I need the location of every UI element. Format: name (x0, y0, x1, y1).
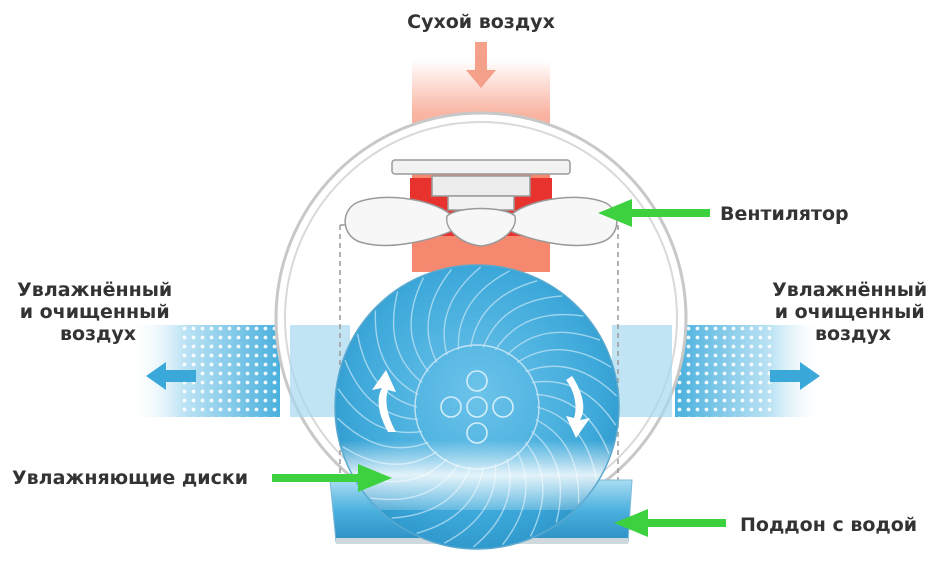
disc-vane (410, 277, 430, 373)
disc-vane (525, 365, 618, 397)
blue-arrow-icon (146, 362, 196, 390)
humid-air-right-line-1: Увлажнённый (772, 279, 927, 301)
disc-vane (374, 310, 419, 396)
humid-air-right-line-2: и очищенный (775, 301, 925, 323)
humid-air-left-stream (130, 325, 280, 417)
tray-label: Поддон с водой (740, 514, 917, 536)
disc-vane (457, 270, 511, 350)
humid-air-left-line-1: Увлажнённый (17, 279, 172, 301)
fan-label: Вентилятор (720, 203, 849, 225)
disc-hole (466, 370, 488, 392)
disc-vane (443, 266, 482, 356)
green-arrow-icon (614, 509, 726, 537)
fan-hub (446, 207, 516, 247)
disc-vane (494, 313, 584, 351)
disc-hole (466, 396, 488, 418)
disc-vane (344, 359, 419, 421)
humid-air-right-label: Увлажнённый и очищенный воздух (772, 279, 934, 345)
humid-air-left-line-2: и очищенный (20, 301, 170, 323)
curved-arrow-icon (566, 376, 590, 438)
humid-air-right-line-3: воздух (815, 323, 891, 345)
disc-vane (337, 388, 423, 434)
disc-hole (492, 396, 514, 418)
disc-vane (516, 348, 612, 368)
blue-arrow-icon (770, 362, 820, 390)
inner-flow-right (612, 325, 672, 417)
disc-vane (482, 295, 563, 348)
disc-hole (440, 396, 462, 418)
fan (344, 159, 618, 247)
down-arrow-icon (466, 42, 496, 88)
humid-air-left-line-3: воздух (60, 323, 136, 345)
humidifying-discs (334, 264, 620, 550)
fan-blade-right (502, 196, 618, 247)
discs-label: Увлажняющие диски (12, 467, 248, 489)
green-arrow-icon (598, 199, 710, 227)
green-arrow-icon (272, 464, 392, 492)
disc-vane (392, 291, 423, 384)
fan-blade-left (344, 196, 460, 247)
disc-vane (470, 280, 538, 348)
disc-vane (506, 331, 601, 356)
humid-air-left-label: Увлажнённый и очищенный воздух (17, 279, 179, 345)
disc-vane (427, 268, 453, 363)
dry-air-label: Сухой воздух (407, 11, 555, 33)
curved-arrow-icon (372, 370, 396, 432)
